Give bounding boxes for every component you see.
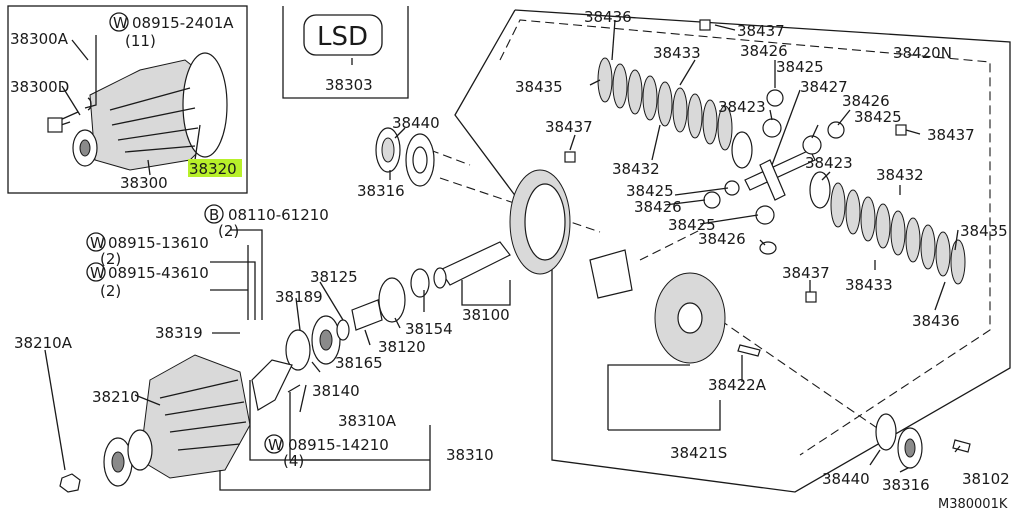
label-08915-2401A-qty: (11) [125,32,156,50]
label-38120[interactable]: 38120 [378,338,426,356]
w-mark-icon [109,12,129,32]
label-38440-bottom[interactable]: 38440 [822,470,870,488]
label-38435-right[interactable]: 38435 [960,222,1008,240]
label-08915-13610-qty: (2) [100,250,121,268]
pinion-bearings [251,268,430,411]
clip-38437-a [699,19,711,31]
highlight-38320 [188,159,242,177]
label-38425-d[interactable]: 38425 [668,216,716,234]
label-38435-left[interactable]: 38435 [515,78,563,96]
differential-carrier-housing [59,354,251,493]
side-bearing-bottom [875,413,971,469]
label-38426-d[interactable]: 38426 [698,230,746,248]
label-38425-a[interactable]: 38425 [776,58,824,76]
label-38436-top[interactable]: 38436 [584,8,632,26]
label-38320[interactable]: 38320 [189,160,237,178]
label-38316-top[interactable]: 38316 [357,182,405,200]
label-38425-c[interactable]: 38425 [626,182,674,200]
label-38316-bottom[interactable]: 38316 [882,476,930,494]
label-38310[interactable]: 38310 [446,446,494,464]
label-08915-13610[interactable]: 08915-13610 [108,234,209,252]
diff-case-flange [589,249,761,364]
clutch-pack-dashed-frame [499,19,991,456]
label-38210[interactable]: 38210 [92,388,140,406]
w-mark-icon-2 [86,232,106,252]
label-38432-a[interactable]: 38432 [612,160,660,178]
label-38310A[interactable]: 38310A [338,412,397,430]
b-mark-icon [204,204,224,224]
label-38433-bottom[interactable]: 38433 [845,276,893,294]
w-mark-text-4: W [268,436,283,454]
label-38165[interactable]: 38165 [335,354,383,372]
carrier-assembly-inset-frame [7,5,248,194]
label-38189[interactable]: 38189 [275,288,323,306]
label-38154[interactable]: 38154 [405,320,453,338]
label-38421S[interactable]: 38421S [670,444,727,462]
label-38420N[interactable]: 38420N [893,44,952,62]
label-38303[interactable]: 38303 [325,76,373,94]
label-38427[interactable]: 38427 [800,78,848,96]
ring-gear-pinion [433,169,571,289]
label-38422A[interactable]: 38422A [708,376,767,394]
dashed-guide-3 [719,319,881,431]
w-mark-text: W [113,14,128,32]
label-38436-bottom[interactable]: 38436 [912,312,960,330]
side-bearing-top [375,127,435,187]
diff-case-frame [514,9,1011,493]
label-08915-2401A[interactable]: 08915-2401A [132,14,234,32]
carrier-housing-inset [47,52,228,171]
label-38437-b[interactable]: 38437 [545,118,593,136]
lsd-inset-frame [282,6,409,99]
w-mark-icon-4 [264,434,284,454]
clip-38437-b [564,151,576,163]
label-38426-b[interactable]: 38426 [842,92,890,110]
dashed-guide-4 [639,229,701,261]
label-38319[interactable]: 38319 [155,324,203,342]
label-08915-43610-qty: (2) [100,282,121,300]
label-38440-top[interactable]: 38440 [392,114,440,132]
label-38423-b[interactable]: 38423 [805,154,853,172]
w-mark-text-3: W [90,264,105,282]
label-38300D[interactable]: 38300D [10,78,69,96]
leader-lines [44,19,961,491]
clip-38437-c [895,124,907,136]
label-38426-a[interactable]: 38426 [740,42,788,60]
label-38100[interactable]: 38100 [462,306,510,324]
b-mark-text: B [209,206,219,224]
label-38125[interactable]: 38125 [310,268,358,286]
label-38437-c[interactable]: 38437 [927,126,975,144]
label-38102[interactable]: 38102 [962,470,1010,488]
label-38437-a[interactable]: 38437 [737,22,785,40]
clip-38437-d [805,291,817,303]
label-38426-c[interactable]: 38426 [634,198,682,216]
lsd-badge [303,14,383,56]
label-38300[interactable]: 38300 [120,174,168,192]
label-38433-top[interactable]: 38433 [653,44,701,62]
label-08915-14210-qty: (4) [283,452,304,470]
label-38423-a[interactable]: 38423 [718,98,766,116]
label-38425-b[interactable]: 38425 [854,108,902,126]
label-38432-b[interactable]: 38432 [876,166,924,184]
label-08110-61210[interactable]: 08110-61210 [228,206,329,224]
pinion-mate-shaft-cross [703,89,845,255]
label-38140[interactable]: 38140 [312,382,360,400]
label-38300A[interactable]: 38300A [10,30,69,48]
dashed-guide-2 [429,149,471,166]
label-38437-d[interactable]: 38437 [782,264,830,282]
label-08110-61210-qty: (2) [218,222,239,240]
label-08915-14210[interactable]: 08915-14210 [288,436,389,454]
lsd-badge-text: LSD [317,22,368,52]
part-labels: 38300A W 08915-2401A (11) 38300D 38320 3… [10,8,1010,512]
diagram-code: M380001K [938,497,1008,512]
w-mark-text-2: W [90,234,105,252]
clutch-stack-lower [809,171,966,285]
label-38210A[interactable]: 38210A [14,334,73,352]
clutch-stack-upper [597,57,753,169]
w-mark-icon-3 [86,262,106,282]
label-08915-43610[interactable]: 08915-43610 [108,264,209,282]
